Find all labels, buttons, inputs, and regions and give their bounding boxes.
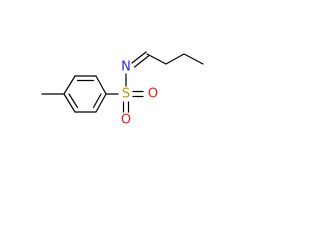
ring-double-bond [92,93,102,109]
structure-diagram: S N O O [41,51,204,128]
chain-bond [146,53,167,65]
imine-double-bond [131,51,150,68]
sulfonyl-oxygen-bottom-bond [122,101,130,113]
benzene-ring [63,75,107,113]
oxygen-label-right: O [148,87,158,102]
ring-bond [95,93,107,113]
oxygen-label-bottom: O [121,113,131,128]
ring-bond [63,93,76,113]
ring-bond [63,75,76,95]
ring-double-bond [68,93,79,109]
nitrogen-label: N [121,60,131,75]
ring-bond [95,75,107,95]
sulfonyl-oxygen-right-bond [132,90,144,98]
sulfur-label: S [122,87,130,102]
chain-bond [165,53,185,65]
chain-bond [183,53,204,65]
